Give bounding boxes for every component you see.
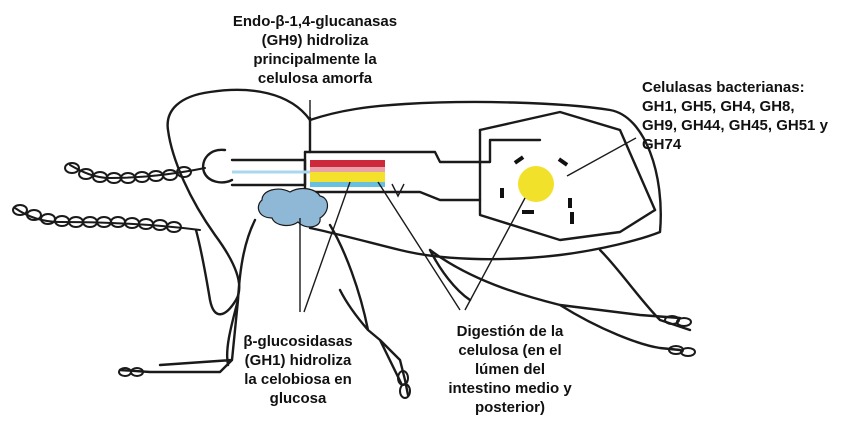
band-blue-gh1 bbox=[310, 182, 385, 187]
label-bacterial-line-1: Celulasas bacterianas: bbox=[642, 78, 862, 97]
label-endo-line-4: celulosa amorfa bbox=[225, 69, 405, 88]
bacteria-colony bbox=[518, 166, 554, 202]
label-bacterial-line-2: GH1, GH5, GH4, GH8, bbox=[642, 97, 862, 116]
label-digestion-line-3: lúmen del bbox=[425, 360, 595, 379]
label-bacterial-line-4: GH74 bbox=[642, 135, 862, 154]
label-endo-line-2: (GH9) hidroliza bbox=[225, 31, 405, 50]
midgut-top bbox=[305, 140, 540, 162]
label-digestion-line-4: intestino medio y bbox=[425, 379, 595, 398]
antenna-lower bbox=[13, 205, 200, 232]
leader-lines bbox=[300, 100, 636, 312]
label-beta-line-4: glucosa bbox=[218, 389, 378, 408]
label-beta-line-1: β-glucosidasas bbox=[218, 332, 378, 351]
head-inner bbox=[203, 150, 232, 183]
label-endo-line-3: principalmente la bbox=[225, 50, 405, 69]
label-beta-line-3: la celobiosa en bbox=[218, 370, 378, 389]
bacteria-group bbox=[500, 155, 574, 224]
label-digestion-line-1: Digestión de la bbox=[425, 322, 595, 341]
label-digestion-line-5: posterior) bbox=[425, 398, 595, 417]
enzyme-bands bbox=[232, 160, 385, 187]
band-yellow bbox=[310, 172, 385, 182]
label-bacterial-cellulases: Celulasas bacterianas: GH1, GH5, GH4, GH… bbox=[642, 78, 862, 154]
label-digestion-line-2: celulosa (en el bbox=[425, 341, 595, 360]
band-red-gh9 bbox=[310, 160, 385, 167]
midgut-bottom bbox=[305, 192, 480, 200]
salivary-gland bbox=[258, 189, 327, 227]
label-cellulose-digestion: Digestión de la celulosa (en el lúmen de… bbox=[425, 322, 595, 417]
band-pink bbox=[310, 167, 385, 172]
leader-bacterial bbox=[567, 138, 636, 176]
label-beta-glucosidase: β-glucosidasas (GH1) hidroliza la celobi… bbox=[218, 332, 378, 408]
label-endo-glucanase: Endo-β-1,4-glucanasas (GH9) hidroliza pr… bbox=[225, 12, 405, 88]
label-endo-line-1: Endo-β-1,4-glucanasas bbox=[225, 12, 405, 31]
label-bacterial-line-3: GH9, GH44, GH45, GH51 y bbox=[642, 116, 862, 135]
label-beta-line-2: (GH1) hidroliza bbox=[218, 351, 378, 370]
